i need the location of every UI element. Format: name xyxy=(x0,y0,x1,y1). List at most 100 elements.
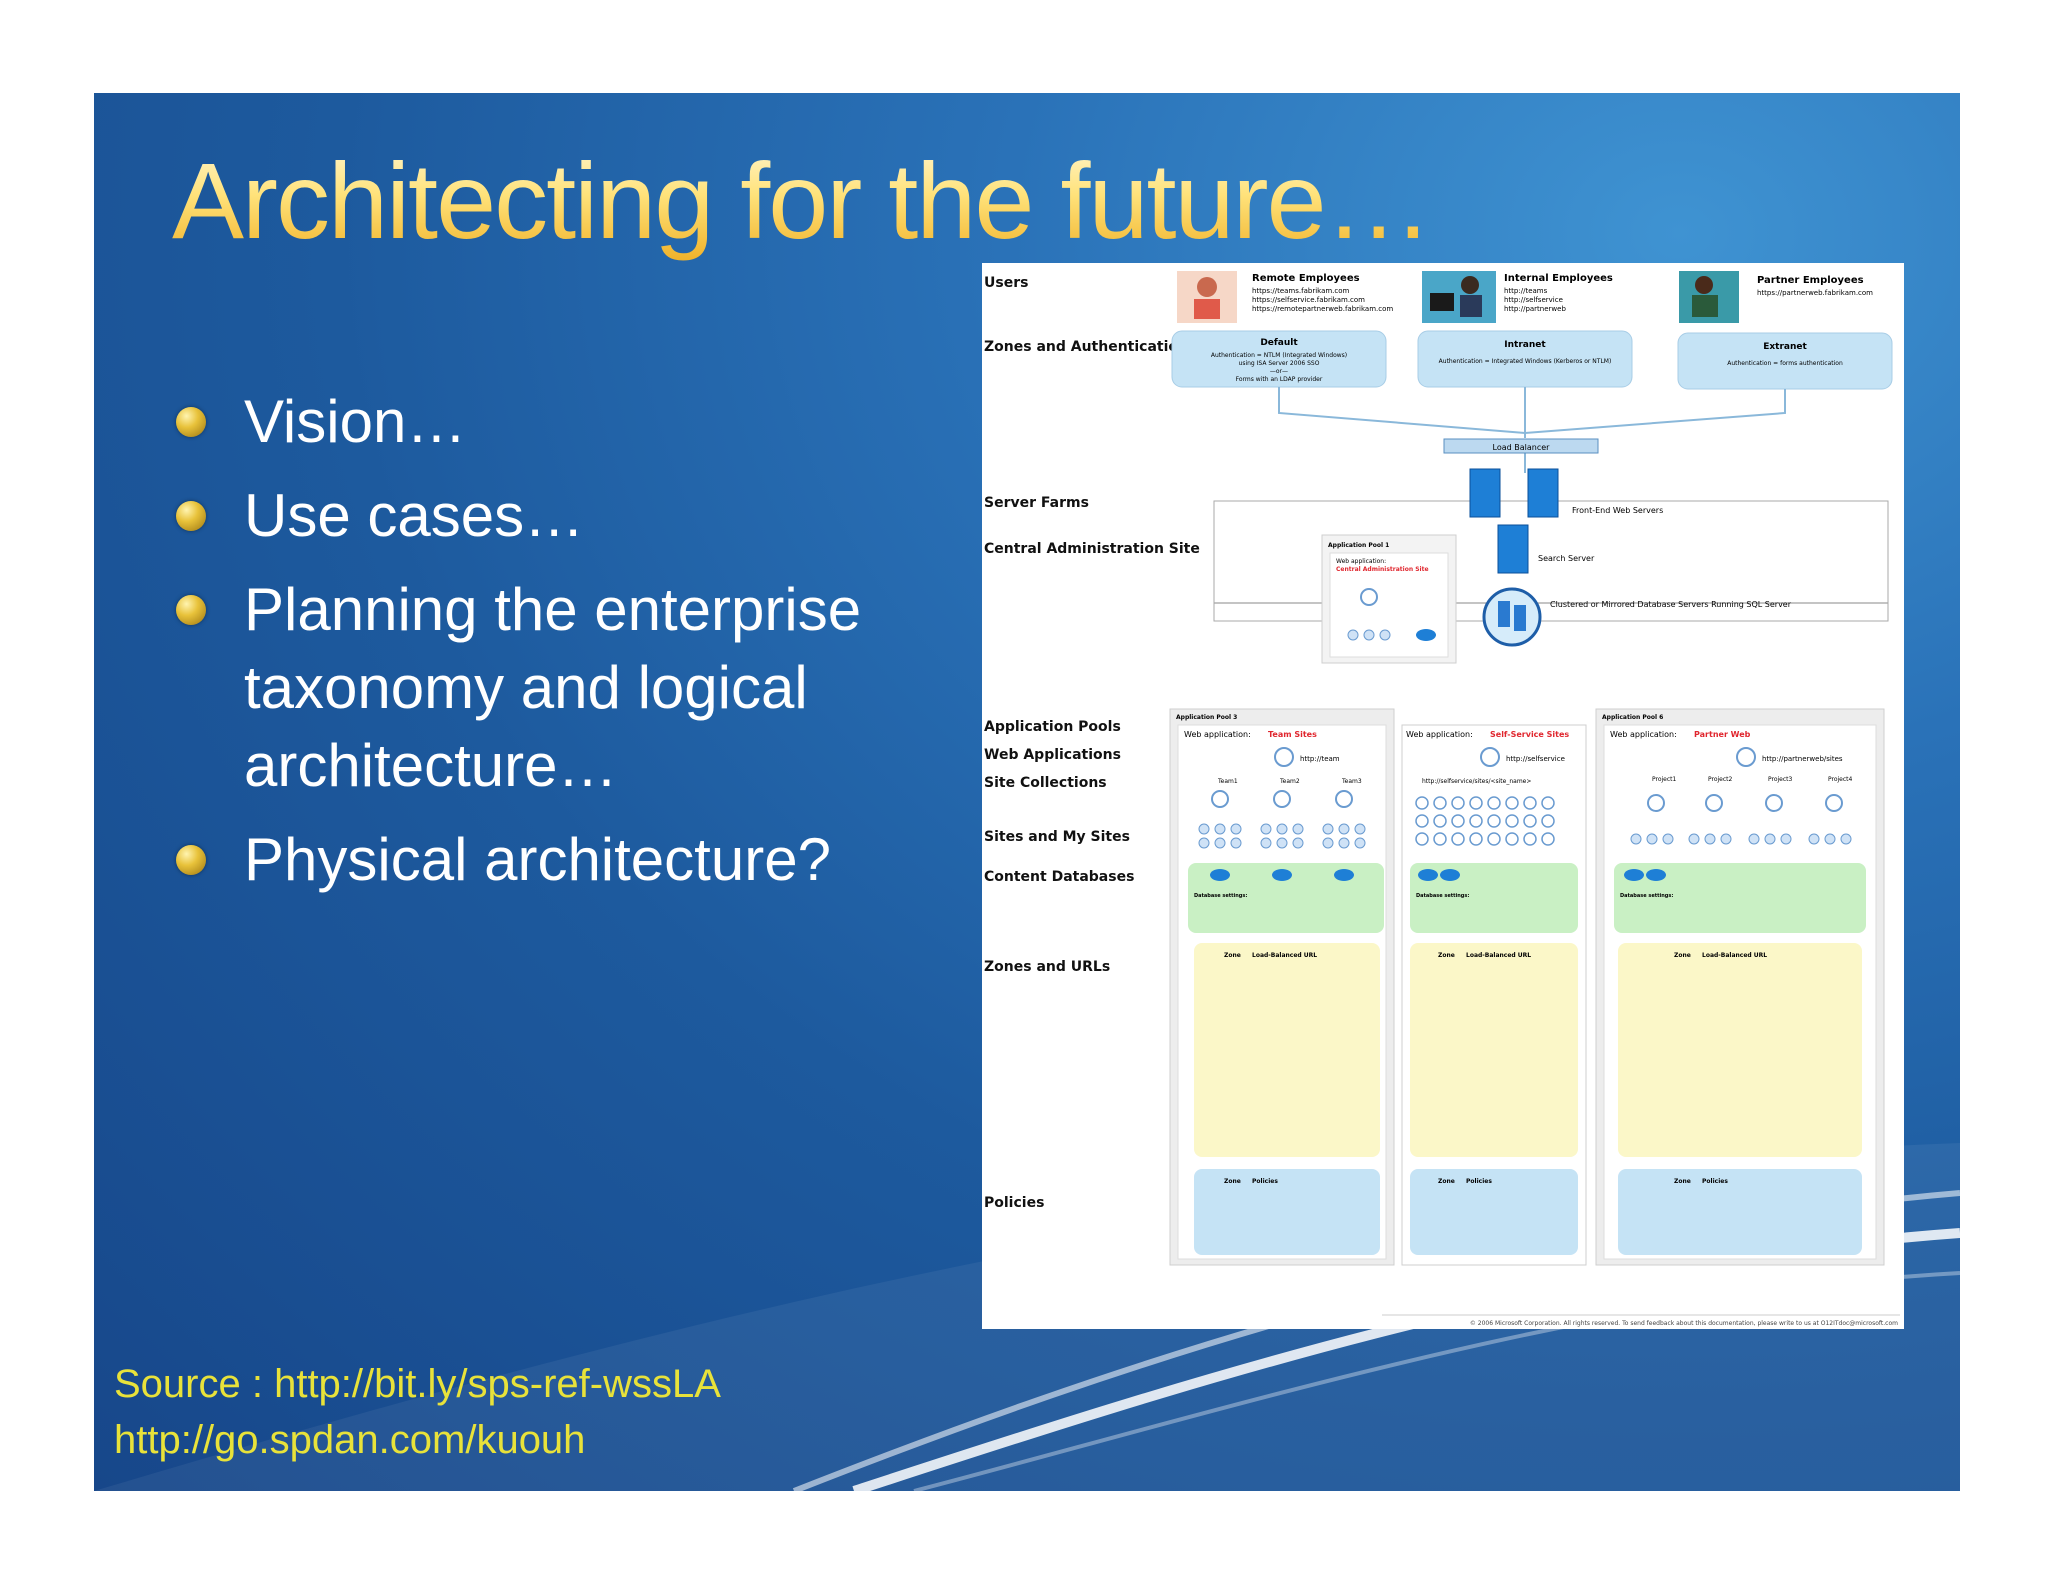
site-collection-label: Team3 xyxy=(1341,778,1362,785)
user-group-remote: Remote Employees https://teams.fabrikam.… xyxy=(1177,271,1393,323)
load-balancer xyxy=(1443,438,1599,454)
row-label-zones-auth: Zones and Authentication xyxy=(984,339,1188,355)
web-app-url: http://selfservice xyxy=(1506,755,1565,763)
web-app-url: http://partnerweb/sites xyxy=(1762,755,1843,763)
user-title: Partner Employees xyxy=(1757,275,1864,286)
zone-detail: Forms with an LDAP provider xyxy=(1236,376,1323,383)
source-text: Source : http://bit.ly/sps-ref-wssLA htt… xyxy=(114,1356,721,1468)
site-home-icon xyxy=(1360,588,1378,606)
diagram-svg: Users Zones and Authentication Server Fa… xyxy=(984,271,1900,1327)
web-app-name: Team Sites xyxy=(1268,730,1317,739)
content-database-box xyxy=(1188,863,1384,933)
zone-header: Zone xyxy=(1224,1178,1241,1185)
site-collection-label: http://selfservice/sites/<site_name> xyxy=(1422,778,1531,785)
content-database-box xyxy=(1614,863,1866,933)
zone-title: Default xyxy=(1260,338,1298,348)
lb-url-header: Load-Balanced URL xyxy=(1702,952,1767,959)
bullet-item: Vision… xyxy=(174,383,994,461)
zone-detail: Authentication = forms authentication xyxy=(1727,360,1843,367)
web-app-url: http://team xyxy=(1300,755,1340,763)
load-balancer-label: Load Balancer xyxy=(1493,443,1551,452)
user-group-partner: Partner Employees https://partnerweb.fab… xyxy=(1679,271,1873,323)
bullet-icon xyxy=(176,595,206,625)
zone-header: Zone xyxy=(1674,952,1691,959)
slide: Architecting for the future… Vision… Use… xyxy=(94,93,1960,1491)
site-collection-label: Project2 xyxy=(1708,776,1733,783)
site-collection-label: Project4 xyxy=(1828,776,1853,783)
lb-url-header: Load-Balanced URL xyxy=(1252,952,1317,959)
site-home-icon xyxy=(1736,747,1756,767)
bullet-item: Planning the enterprise taxonomy and log… xyxy=(174,571,994,805)
zones-urls-box xyxy=(1618,943,1862,1157)
row-label-site-collections: Site Collections xyxy=(984,775,1107,791)
user-url: https://partnerweb.fabrikam.com xyxy=(1757,289,1873,297)
bullet-text: Vision… xyxy=(244,388,467,455)
zone-extranet: Extranet Authentication = forms authenti… xyxy=(1677,332,1893,390)
site-home-icon xyxy=(1480,747,1500,767)
web-app-label: Web application: xyxy=(1184,730,1251,739)
bullet-text: Use cases… xyxy=(244,482,585,549)
pool-label: Application Pool 3 xyxy=(1176,714,1237,721)
policies-header: Policies xyxy=(1252,1178,1278,1185)
web-app-name: Self-Service Sites xyxy=(1490,730,1569,739)
zone-header: Zone xyxy=(1674,1178,1691,1185)
db-settings-label: Database settings: xyxy=(1194,893,1247,899)
front-end-servers xyxy=(1469,468,1559,574)
policies-box xyxy=(1410,1169,1578,1255)
bullet-text: Physical architecture? xyxy=(244,826,831,893)
zone-detail: —or— xyxy=(1270,368,1288,375)
user-url: http://selfservice xyxy=(1504,296,1563,304)
zone-title: Intranet xyxy=(1504,340,1546,350)
row-label-app-pools: Application Pools xyxy=(984,719,1121,735)
diagram-footer: © 2006 Microsoft Corporation. All rights… xyxy=(1470,1320,1898,1327)
zone-detail: using ISA Server 2006 SSO xyxy=(1239,360,1320,367)
bullet-item: Physical architecture? xyxy=(174,821,994,899)
central-admin-site-name: Central Administration Site xyxy=(1336,566,1429,573)
user-url: https://teams.fabrikam.com xyxy=(1252,287,1350,295)
bullet-icon xyxy=(176,407,206,437)
site-collection-label: Project3 xyxy=(1768,776,1793,783)
pool-label: Application Pool 6 xyxy=(1602,714,1663,721)
bullet-item: Use cases… xyxy=(174,477,994,555)
row-label-users: Users xyxy=(984,275,1028,291)
row-label-web-apps: Web Applications xyxy=(984,747,1121,763)
web-app-name: Partner Web xyxy=(1694,730,1751,739)
database-label: Clustered or Mirrored Database Servers R… xyxy=(1550,600,1792,609)
zones-urls-box xyxy=(1194,943,1380,1157)
user-url: http://teams xyxy=(1504,287,1548,295)
search-server-label: Search Server xyxy=(1538,554,1595,563)
web-app-label: Web application: xyxy=(1406,730,1473,739)
bullet-icon xyxy=(176,845,206,875)
source-link-2[interactable]: http://go.spdan.com/kuouh xyxy=(114,1418,586,1462)
front-end-label: Front-End Web Servers xyxy=(1572,506,1663,515)
lb-url-header: Load-Balanced URL xyxy=(1466,952,1531,959)
app-pool-column-3: Application Pool 6 Web application: Part… xyxy=(1595,708,1885,1266)
user-title: Remote Employees xyxy=(1252,273,1360,284)
user-group-internal: Internal Employees http://teams http://s… xyxy=(1422,271,1613,323)
site-home-icon xyxy=(1274,747,1294,767)
site-collection-label: Team2 xyxy=(1279,778,1300,785)
source-link[interactable]: Source : http://bit.ly/sps-ref-wssLA xyxy=(114,1362,721,1406)
app-pool-column-1: Application Pool 3 Web application: Team… xyxy=(1169,708,1395,1266)
policies-header: Policies xyxy=(1702,1178,1728,1185)
db-settings-label: Database settings: xyxy=(1416,893,1469,899)
policies-box xyxy=(1194,1169,1380,1255)
user-url: https://remotepartnerweb.fabrikam.com xyxy=(1252,305,1393,313)
slide-title: Architecting for the future… xyxy=(172,140,1433,261)
bullet-text: Planning the enterprise taxonomy and log… xyxy=(244,576,862,799)
web-app-label: Web application: xyxy=(1336,558,1386,565)
site-collection-label: Team1 xyxy=(1217,778,1238,785)
row-label-server-farms: Server Farms xyxy=(984,495,1089,511)
row-label-central-admin: Central Administration Site xyxy=(984,541,1200,557)
zone-detail: Authentication = Integrated Windows (Ker… xyxy=(1439,358,1612,365)
app-pool-label: Application Pool 1 xyxy=(1328,542,1389,549)
policies-box xyxy=(1618,1169,1862,1255)
row-label-content-db: Content Databases xyxy=(984,869,1134,885)
architecture-diagram: Users Zones and Authentication Server Fa… xyxy=(982,263,1904,1329)
row-label-policies: Policies xyxy=(984,1195,1044,1211)
zone-intranet: Intranet Authentication = Integrated Win… xyxy=(1417,330,1633,388)
zones-urls-box xyxy=(1410,943,1578,1157)
row-label-zones-urls: Zones and URLs xyxy=(984,959,1110,975)
zone-header: Zone xyxy=(1438,952,1455,959)
row-label-sites: Sites and My Sites xyxy=(984,829,1130,845)
